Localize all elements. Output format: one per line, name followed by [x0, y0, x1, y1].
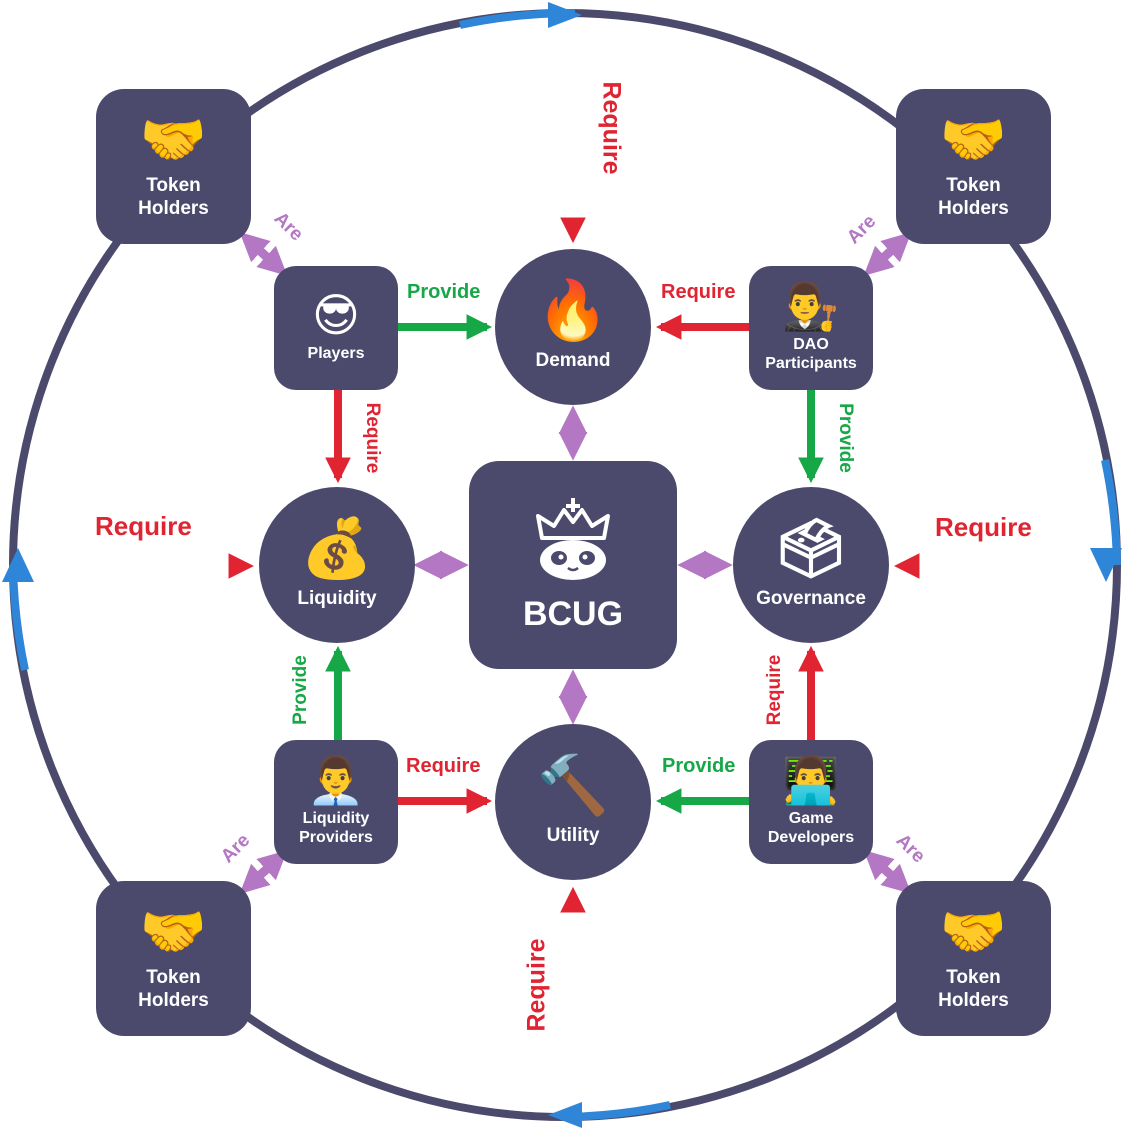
demand-node: 🔥 Demand [495, 249, 651, 405]
token-holders-label-line2: Holders [138, 197, 209, 219]
technologist-icon: 👨‍💻 [782, 753, 840, 806]
label-dao-require: Require [661, 281, 736, 303]
handshake-icon: 🤝 [139, 901, 208, 962]
ballot-box-icon: 🗳 [774, 515, 848, 581]
label-devs-provide: Provide [662, 755, 736, 777]
businessman-chart-icon: 👨‍💼 [307, 753, 365, 806]
token-holders-label-line1: Token [946, 966, 1001, 988]
token-holders-label-line2: Holders [938, 989, 1009, 1011]
game-developers-node: 👨‍💻 Game Developers [749, 740, 873, 864]
token-holders-top-left: 🤝 Token Holders [96, 89, 251, 244]
utility-node: 🔨 Utility [495, 724, 651, 880]
players-label: Players [307, 345, 365, 363]
players-node: 😎 Players [274, 266, 398, 390]
dao-participants-node: 👨‍⚖️ DAO Participants [749, 266, 873, 390]
bcug-center-node: BCUG [469, 461, 677, 669]
judge-icon: 👨‍⚖️ [782, 279, 840, 332]
fire-icon: 🔥 [536, 277, 610, 343]
link-holder-tr-dao [863, 232, 912, 276]
dao-label-line1: DAO [793, 335, 829, 353]
governance-node: 🗳 Governance [733, 487, 889, 643]
demand-label: Demand [535, 349, 611, 371]
label-lp-require: Require [406, 755, 481, 777]
token-holders-label-line1: Token [146, 174, 201, 196]
hammer-icon: 🔨 [536, 752, 610, 818]
link-holder-bl-lp [239, 850, 288, 894]
governance-label: Governance [756, 587, 866, 609]
handshake-icon: 🤝 [939, 109, 1008, 170]
token-holders-bottom-left: 🤝 Token Holders [96, 881, 251, 1036]
label-players-provide: Provide [407, 281, 481, 303]
ring-arrowhead-top [548, 2, 582, 28]
token-holders-label-line1: Token [146, 966, 201, 988]
token-holders-label-line1: Token [946, 174, 1001, 196]
lp-label-line1: Liquidity [302, 809, 370, 827]
link-holder-br-devs [863, 850, 912, 894]
link-holder-tl-players [239, 232, 288, 276]
devs-label-line2: Developers [767, 829, 855, 846]
panda-crown-icon [536, 497, 610, 580]
handshake-icon: 🤝 [139, 109, 208, 170]
utility-label: Utility [546, 824, 600, 846]
token-holders-label-line2: Holders [138, 989, 209, 1011]
ring-arrowhead-left [2, 548, 34, 582]
bcug-label: BCUG [522, 594, 624, 633]
token-holders-label-line2: Holders [938, 197, 1009, 219]
sunglasses-face-icon: 😎 [312, 289, 360, 342]
handshake-icon: 🤝 [939, 901, 1008, 962]
liquidity-providers-node: 👨‍💼 Liquidity Providers [274, 740, 398, 864]
liquidity-node: 💰 Liquidity [259, 487, 415, 643]
ring-accent-right [1101, 459, 1121, 566]
token-holders-top-right: 🤝 Token Holders [896, 89, 1051, 244]
liquidity-label: Liquidity [297, 587, 377, 609]
devs-label-line1: Game [788, 809, 834, 827]
label-require-left: Require [95, 511, 192, 541]
money-bag-icon: 💰 [300, 515, 374, 581]
label-require-right: Require [935, 512, 1032, 542]
lp-label-line2: Providers [299, 829, 373, 846]
token-holders-bottom-right: 🤝 Token Holders [896, 881, 1051, 1036]
dao-label-line2: Participants [765, 355, 857, 372]
